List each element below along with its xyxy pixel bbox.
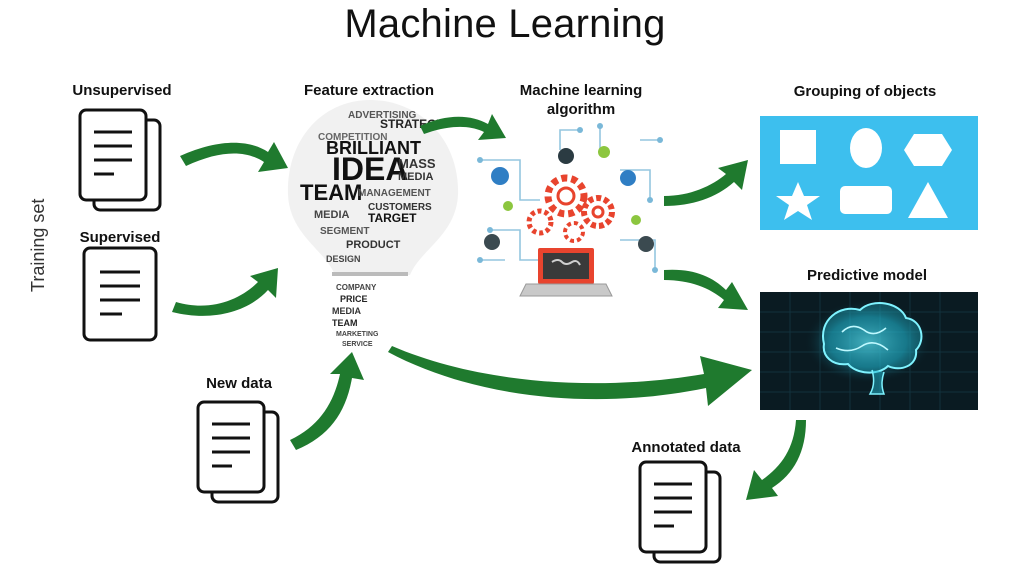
- svg-text:PRODUCT: PRODUCT: [346, 239, 401, 251]
- annotated-data-label: Annotated data: [631, 439, 741, 456]
- svg-text:COMPANY: COMPANY: [336, 283, 377, 292]
- star-shape: [776, 182, 820, 220]
- brain-icon: [760, 292, 978, 410]
- diagram-title: Machine Learning: [344, 2, 666, 46]
- svg-text:MEDIA: MEDIA: [314, 209, 350, 221]
- svg-text:TEAM: TEAM: [332, 318, 358, 328]
- svg-text:MEDIA: MEDIA: [332, 306, 362, 316]
- unsupervised-label: Unsupervised: [72, 82, 172, 99]
- hexagon-shape: [904, 134, 952, 166]
- supervised-document-icon: [82, 246, 158, 342]
- svg-text:MARKETING: MARKETING: [336, 331, 379, 338]
- svg-text:IDEA: IDEA: [332, 151, 408, 187]
- svg-text:PRICE: PRICE: [340, 294, 368, 304]
- lightbulb-wordcloud: ADVERTISING STRATEGY COMPETITION BRILLIA…: [287, 100, 459, 348]
- svg-text:TARGET: TARGET: [368, 211, 417, 225]
- arrow-algorithm-to-grouping: [664, 160, 748, 206]
- triangle-shape: [908, 182, 948, 218]
- supervised-label: Supervised: [79, 229, 161, 246]
- svg-text:SERVICE: SERVICE: [342, 341, 373, 348]
- annotated-data-document-icon: [638, 460, 722, 564]
- new-data-label: New data: [206, 375, 272, 392]
- feature-extraction-label: Feature extraction: [303, 82, 435, 99]
- ml-algorithm-label: Machine learning algorithm: [519, 82, 643, 118]
- svg-text:COMPETITION: COMPETITION: [318, 132, 387, 143]
- svg-text:BRILLIANT: BRILLIANT: [326, 138, 421, 158]
- flow-arrows: [172, 114, 806, 500]
- arrow-features-to-algorithm: [420, 114, 506, 140]
- grouping-label: Grouping of objects: [793, 83, 937, 100]
- arrow-newdata-to-features: [290, 352, 364, 450]
- svg-text:MASS: MASS: [398, 156, 436, 171]
- circle-shape: [850, 128, 882, 168]
- arrow-model-to-annotated: [746, 420, 806, 500]
- arrow-features-to-model: [388, 346, 752, 406]
- arrow-algorithm-to-model: [664, 269, 748, 310]
- predictive-model-label: Predictive model: [806, 267, 928, 284]
- arrow-supervised-to-features: [172, 268, 278, 316]
- rounded-rect-shape: [840, 186, 892, 214]
- square-shape: [780, 130, 816, 164]
- svg-text:MANAGEMENT: MANAGEMENT: [358, 188, 431, 199]
- svg-text:CUSTOMERS: CUSTOMERS: [368, 202, 432, 213]
- svg-text:SEGMENT: SEGMENT: [320, 226, 369, 237]
- new-data-document-icon: [196, 400, 280, 504]
- svg-text:ADVERTISING: ADVERTISING: [348, 110, 417, 121]
- gears-laptop-icon: [477, 123, 663, 297]
- svg-text:DESIGN: DESIGN: [326, 254, 361, 264]
- shapes-panel: [760, 116, 978, 230]
- svg-text:TEAM: TEAM: [300, 180, 362, 205]
- arrow-unsupervised-to-features: [180, 142, 288, 172]
- svg-text:MEDIA: MEDIA: [398, 171, 434, 183]
- unsupervised-document-icon: [78, 108, 162, 212]
